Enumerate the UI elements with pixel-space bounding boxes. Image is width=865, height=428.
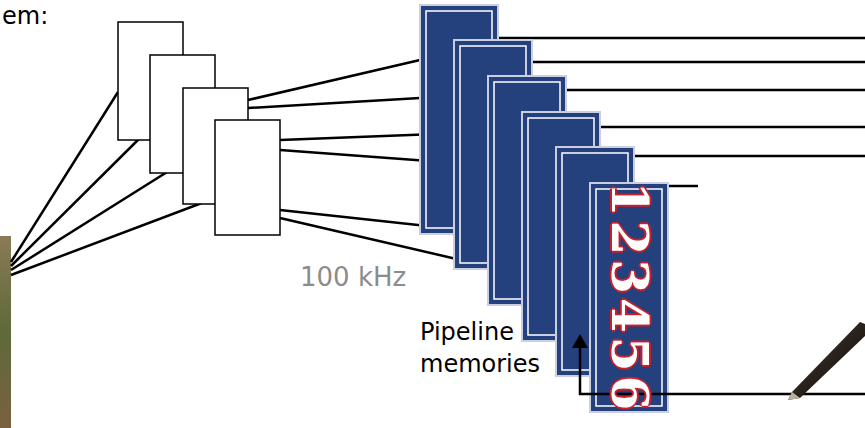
pen-tip bbox=[788, 392, 800, 400]
pen-picture bbox=[788, 322, 865, 400]
card-digits: 123456 bbox=[604, 181, 654, 414]
rate-label: 100 kHz bbox=[300, 260, 406, 295]
pipeline-label: Pipeline memories bbox=[420, 316, 570, 381]
arrowhead bbox=[572, 334, 588, 348]
photo-strip bbox=[0, 236, 11, 428]
slide-heading-fragment: em: bbox=[2, 0, 48, 32]
readout-boards bbox=[118, 22, 280, 235]
